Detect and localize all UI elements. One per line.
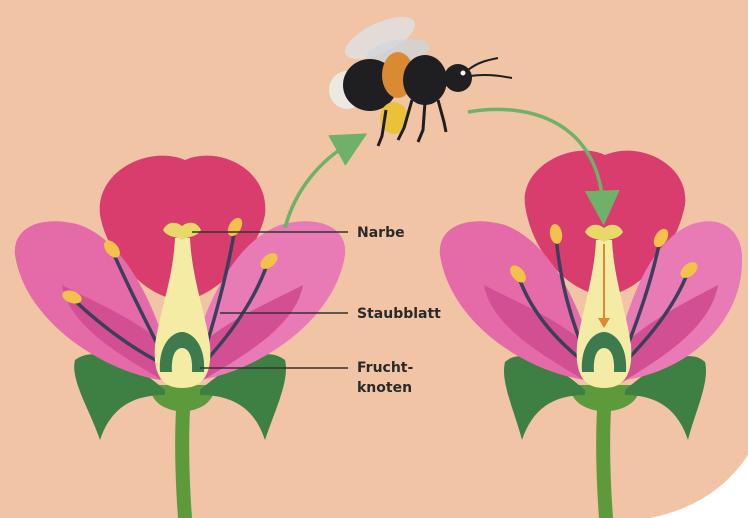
label-ovary-line1: Frucht- — [357, 360, 413, 376]
label-stigma: Narbe — [357, 225, 405, 241]
bee-thorax — [403, 55, 447, 105]
bee-head — [444, 64, 472, 92]
ovule — [177, 359, 187, 369]
bee-eye — [461, 71, 466, 76]
label-stamen: Staubblatt — [357, 306, 441, 322]
ovule — [599, 359, 609, 369]
label-ovary-line2: knoten — [357, 380, 412, 396]
